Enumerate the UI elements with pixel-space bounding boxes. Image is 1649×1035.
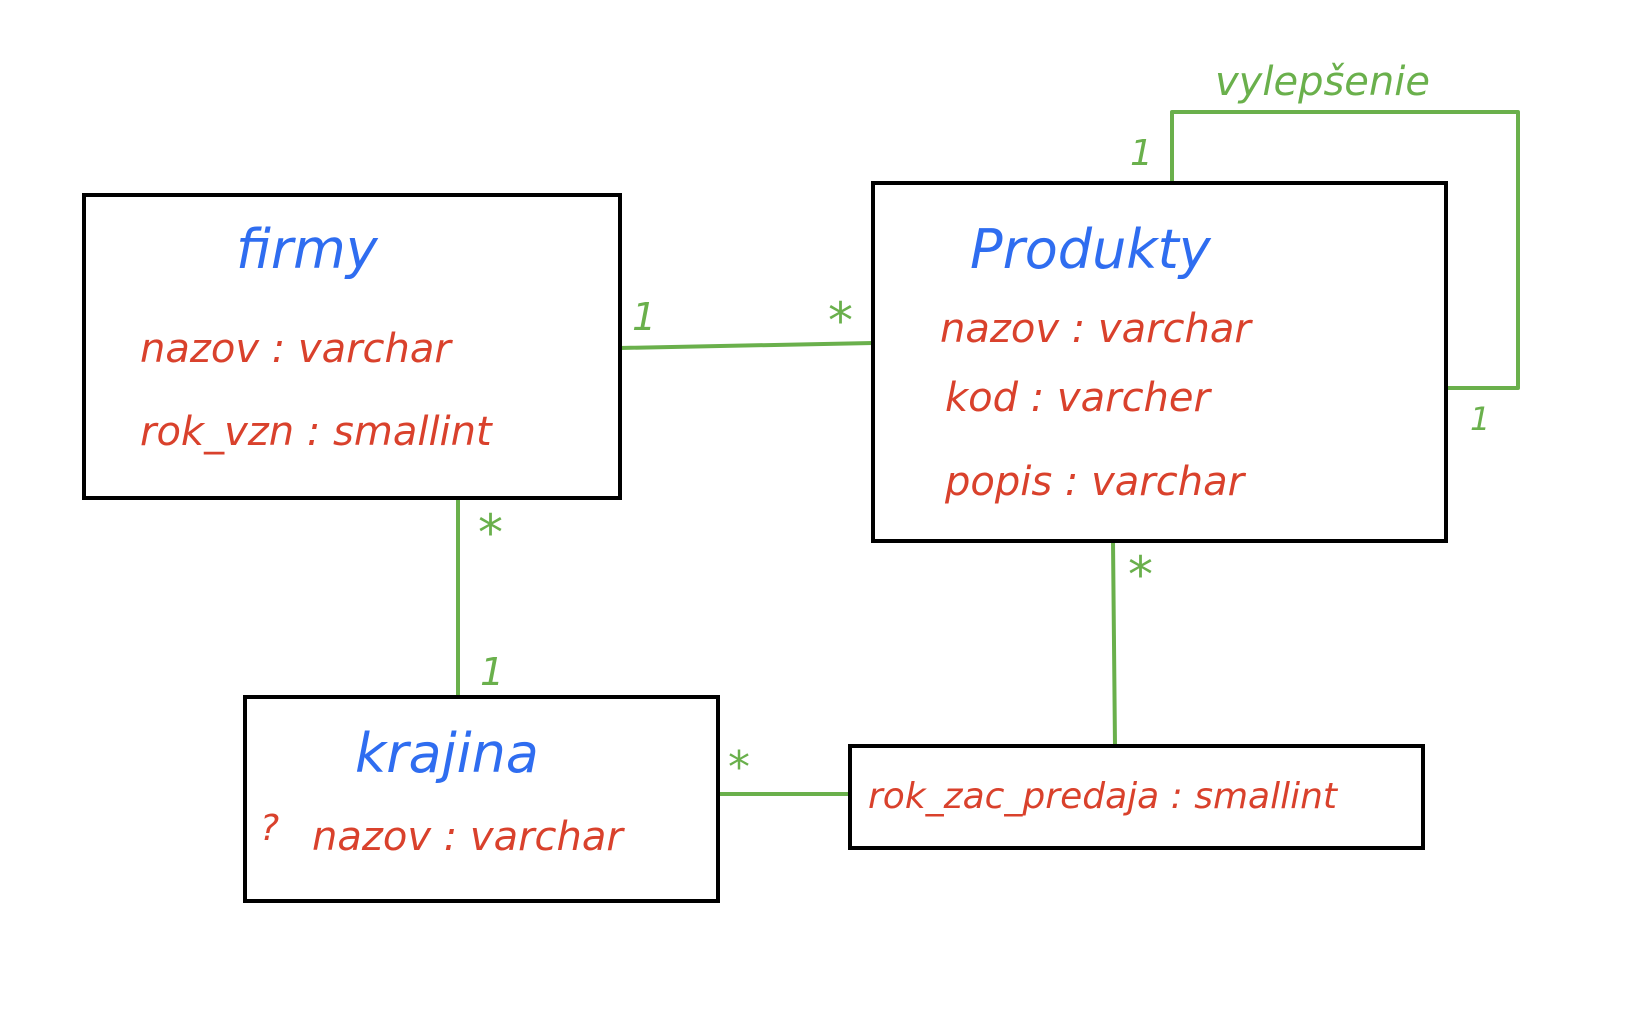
connector-produkty-self — [1170, 110, 1520, 390]
connector-produkty-association — [1111, 539, 1117, 748]
entity-produkty-box — [871, 181, 1448, 543]
mult-produkty-self-top: 1 — [1130, 133, 1153, 174]
entity-produkty-attr-2: kod : varcher — [945, 375, 1213, 421]
entity-krajina-mark: ? — [260, 808, 279, 849]
connectors — [456, 110, 1520, 796]
entity-krajina-attr-1: nazov : varchar — [312, 814, 625, 860]
connector-firmy-produkty — [618, 341, 875, 350]
mult-firmy-krajina-to: 1 — [480, 650, 504, 694]
entity-krajina-name: krajina — [355, 722, 539, 785]
multiplicities: 1 * * 1 1 1 * * — [478, 133, 1490, 793]
entity-association[interactable]: rok_zac_predaja : smallint — [848, 744, 1425, 850]
entity-produkty[interactable]: Produkty nazov : varchar kod : varcher p… — [871, 181, 1448, 543]
mult-produkty-association: * — [1128, 546, 1153, 604]
entity-association-attr-1: rok_zac_predaja : smallint — [868, 776, 1339, 817]
entity-firmy-name: firmy — [236, 218, 379, 281]
entity-firmy-attr-1: nazov : varchar — [140, 326, 453, 372]
entity-produkty-attr-3: popis : varchar — [944, 459, 1247, 505]
entity-firmy-attr-2: rok_vzn : smallint — [140, 409, 493, 455]
entity-produkty-attr-1: nazov : varchar — [940, 306, 1253, 352]
mult-produkty-self-right: 1 — [1470, 400, 1490, 438]
mult-firmy-produkty-to: * — [828, 292, 853, 350]
entity-firmy-box — [82, 193, 622, 500]
entity-firmy[interactable]: firmy nazov : varchar rok_vzn : smallint — [82, 193, 622, 500]
mult-association-krajina: * — [728, 742, 750, 793]
mult-firmy-produkty-from: 1 — [632, 295, 656, 339]
entity-produkty-name: Produkty — [970, 218, 1212, 281]
entity-krajina-box — [243, 695, 720, 903]
entity-association-box — [848, 744, 1425, 850]
mult-firmy-krajina-from: * — [478, 504, 503, 562]
entity-krajina[interactable]: krajina ? nazov : varchar — [243, 695, 720, 903]
relationship-name-vylepsenie: vylepšenie — [1215, 59, 1430, 105]
